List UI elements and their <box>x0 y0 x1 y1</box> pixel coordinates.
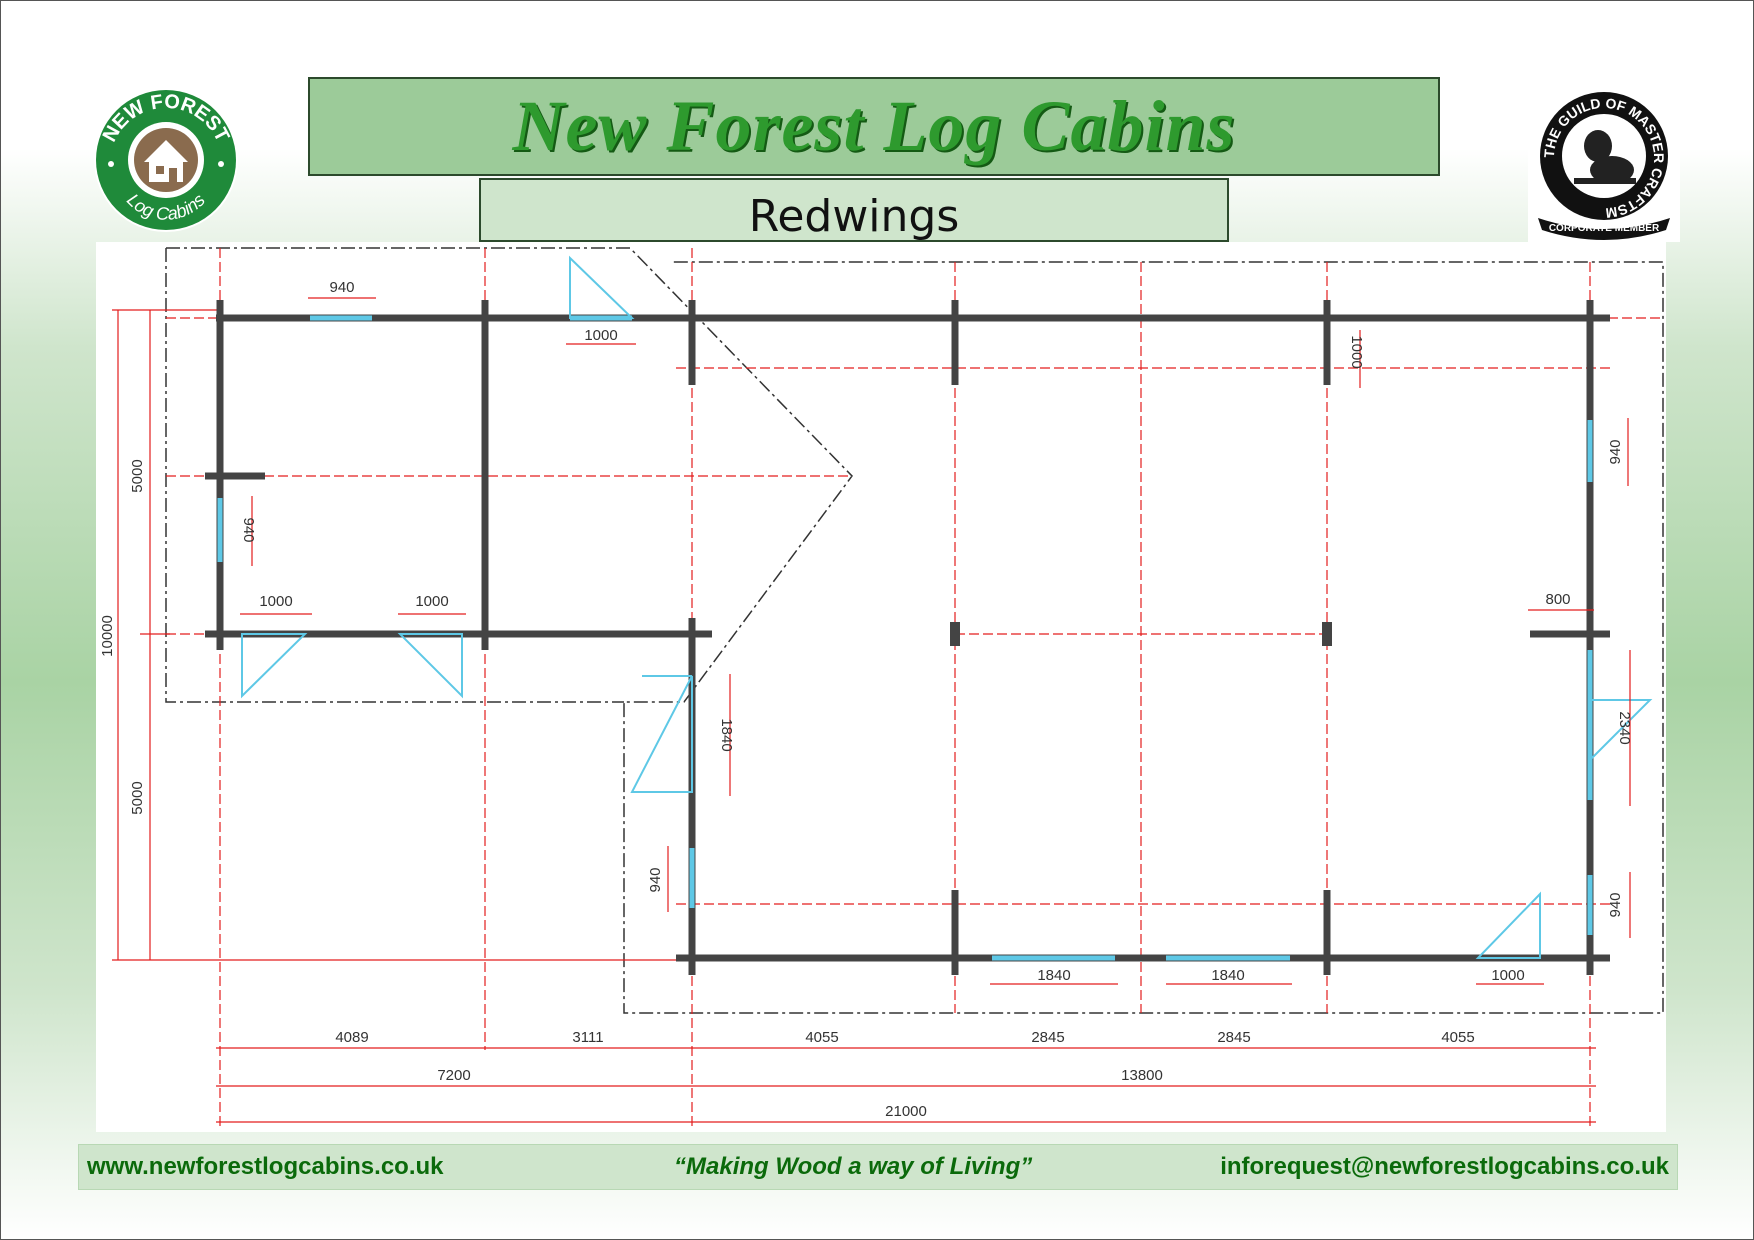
dim-seg-5: 2845 <box>1217 1029 1250 1046</box>
dim-seg-3: 4055 <box>805 1029 838 1046</box>
footer-slogan: “Making Wood a way of Living” <box>674 1153 1033 1180</box>
page-title: New Forest Log Cabins <box>512 86 1236 166</box>
dim-right-wall-opening: 800 <box>1545 591 1570 608</box>
guild-banner-text: CORPORATE MEMBER <box>1549 223 1660 234</box>
dim-inner-left-window: 940 <box>240 517 257 542</box>
footer-bar: www.newforestlogcabins.co.uk “Making Woo… <box>78 1144 1678 1190</box>
footer-email-link[interactable]: inforequest@newforestlogcabins.co.uk <box>1220 1153 1669 1180</box>
opening-dimension-lines <box>240 297 1631 985</box>
guild-of-master-craftsmen-logo: THE GUILD OF MASTER CRAFTSMEN CORPORATE … <box>1528 80 1680 242</box>
dim-left-height-bottom: 5000 <box>129 781 146 814</box>
page-subtitle: Redwings <box>748 190 960 242</box>
dim-front-door-1: 1840 <box>1037 967 1070 984</box>
center-lines <box>166 248 1663 1130</box>
new-forest-logo: NEW FOREST Log Cabins <box>94 88 238 232</box>
dimension-labels: 940 1000 1000 1000 800 1840 1840 1000 50… <box>99 279 1633 1120</box>
dim-front-door-3: 1000 <box>1491 967 1524 984</box>
left-dimension-chain <box>112 309 692 961</box>
dim-top-door: 1000 <box>584 327 617 344</box>
dim-right-window: 940 <box>1607 439 1624 464</box>
floor-plan: 940 1000 1000 1000 800 1840 1840 1000 50… <box>96 242 1666 1132</box>
subtitle-banner: Redwings <box>479 178 1229 242</box>
dim-top-window: 940 <box>329 279 354 296</box>
walls <box>205 300 1610 975</box>
dim-total: 21000 <box>885 1103 927 1120</box>
dim-right-top-door: 1000 <box>1348 335 1365 368</box>
openings <box>217 255 1653 961</box>
footer-website-link[interactable]: www.newforestlogcabins.co.uk <box>87 1153 444 1180</box>
roof-outline <box>165 247 1664 1014</box>
dim-side-window: 940 <box>647 867 664 892</box>
title-banner: New Forest Log Cabins <box>308 77 1440 176</box>
dim-sub-2: 13800 <box>1121 1067 1163 1084</box>
dim-left-height-total: 10000 <box>99 615 116 657</box>
dim-right-side-window: 940 <box>1607 892 1624 917</box>
dim-side-door: 1840 <box>718 718 735 751</box>
dim-inner-door-1: 1000 <box>259 593 292 610</box>
dim-right-side-door: 2340 <box>1616 711 1633 744</box>
dim-seg-4: 2845 <box>1031 1029 1064 1046</box>
dim-seg-1: 4089 <box>335 1029 368 1046</box>
bottom-dimension-chain <box>216 1047 1596 1123</box>
dim-seg-2: 3111 <box>572 1029 603 1046</box>
dim-front-door-2: 1840 <box>1211 967 1244 984</box>
dim-seg-6: 4055 <box>1441 1029 1474 1046</box>
dim-sub-1: 7200 <box>437 1067 470 1084</box>
dim-inner-door-2: 1000 <box>415 593 448 610</box>
dim-left-height-top: 5000 <box>129 459 146 492</box>
